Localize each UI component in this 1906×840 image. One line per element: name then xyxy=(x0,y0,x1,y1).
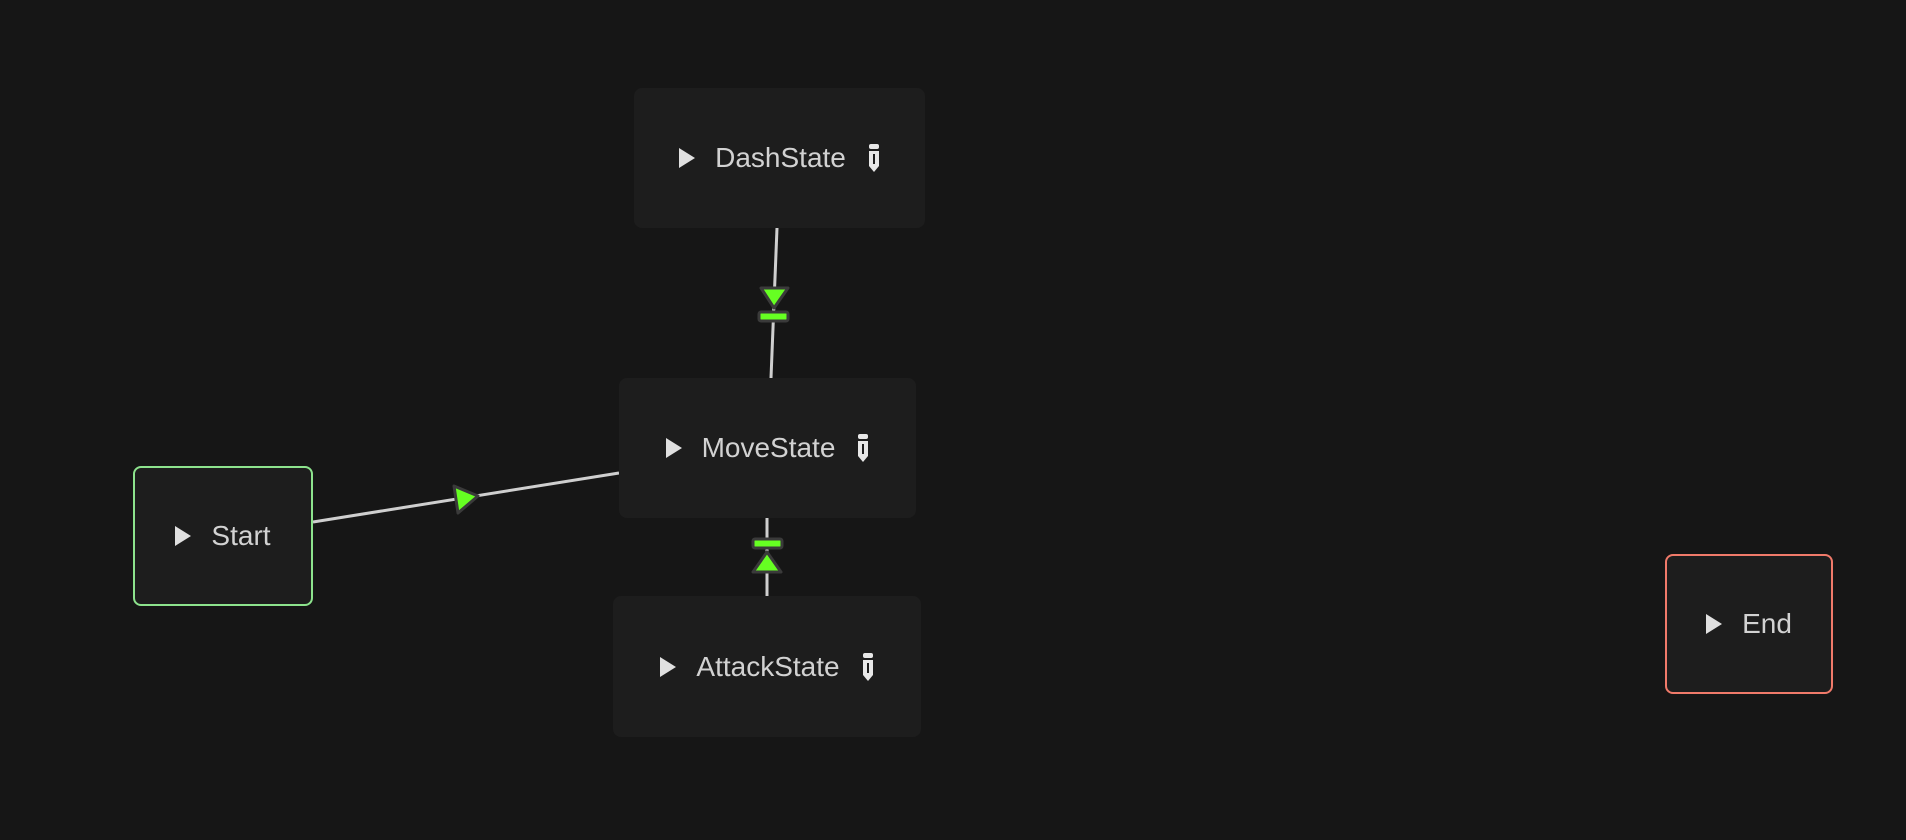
play-icon[interactable] xyxy=(1706,614,1723,634)
arrow-head-icon xyxy=(751,550,783,574)
edit-pencil-icon[interactable] xyxy=(862,652,874,681)
node-attack-state[interactable]: AttackState xyxy=(613,596,921,737)
node-label: AttackState xyxy=(696,650,840,682)
node-dash-state[interactable]: DashState xyxy=(634,88,925,228)
play-icon[interactable] xyxy=(175,526,192,546)
node-label: Start xyxy=(211,520,271,551)
edge-attack-to-move[interactable] xyxy=(751,518,784,596)
node-start[interactable]: Start xyxy=(133,466,313,606)
arrow-bar-icon xyxy=(757,310,790,323)
edit-pencil-icon[interactable] xyxy=(857,434,869,462)
node-label: MoveState xyxy=(701,432,836,463)
arrow-head-icon xyxy=(452,484,480,515)
node-label: DashState xyxy=(715,142,846,173)
edge-dash-to-move[interactable] xyxy=(757,227,790,379)
play-icon[interactable] xyxy=(665,438,682,458)
node-move-state[interactable]: MoveState xyxy=(619,378,916,518)
edit-pencil-icon[interactable] xyxy=(868,144,880,172)
play-icon[interactable] xyxy=(660,656,677,677)
node-end[interactable]: End xyxy=(1665,554,1833,694)
arrow-bar-icon xyxy=(751,537,784,550)
arrow-head-icon xyxy=(759,286,790,310)
edge-start-to-move[interactable] xyxy=(312,471,620,524)
node-label: End xyxy=(1742,608,1792,639)
play-icon[interactable] xyxy=(679,148,696,168)
